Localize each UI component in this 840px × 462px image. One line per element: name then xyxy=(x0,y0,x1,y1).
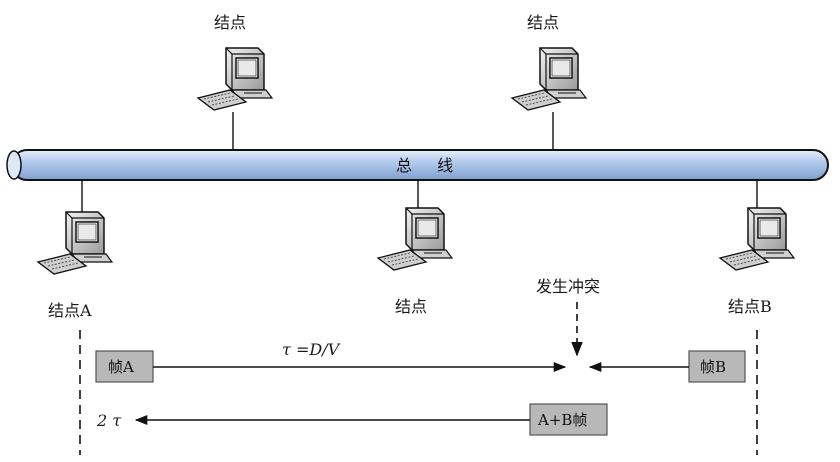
node-label-b: 结点B xyxy=(728,297,772,316)
computer-icon-top-left xyxy=(197,47,273,111)
frame-a-box xyxy=(95,350,154,383)
propagation-formula: τ =D/V xyxy=(282,340,341,359)
frame-a-label: 帧A xyxy=(108,358,134,376)
node-label-top-left: 结点 xyxy=(214,13,246,32)
computer-icon-bottom-right xyxy=(719,207,795,271)
computer-icon-bottom-middle xyxy=(377,207,453,271)
bus-cable xyxy=(6,149,829,181)
computer-icon-top-right xyxy=(511,47,587,111)
frame-b-box xyxy=(688,350,746,383)
bus-label: 总 线 xyxy=(396,156,463,175)
collision-label: 发生冲突 xyxy=(536,277,600,296)
computer-icon-bottom-left xyxy=(37,211,113,275)
node-label-top-right: 结点 xyxy=(527,13,559,32)
round-trip-label: 2 τ xyxy=(96,411,122,430)
frame-ab-label: A+B帧 xyxy=(537,411,587,429)
frame-b-label: 帧B xyxy=(700,358,726,376)
node-label-bottom-middle: 结点 xyxy=(395,297,427,316)
node-label-a: 结点A xyxy=(48,301,92,320)
frame-ab-box xyxy=(529,403,608,436)
